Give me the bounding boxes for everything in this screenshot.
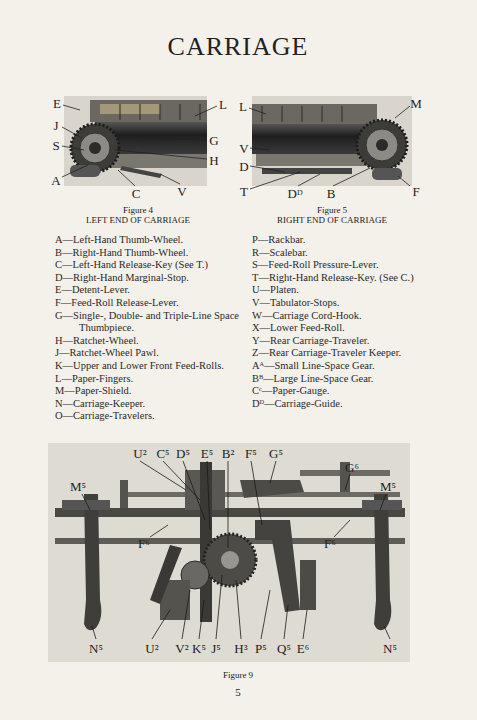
callout-letter: L bbox=[239, 100, 247, 113]
callout-letter: F⁶ bbox=[324, 537, 336, 550]
callout-letter: E bbox=[53, 97, 61, 110]
callout-letter: U² bbox=[145, 642, 158, 655]
figure-caption: Figure 4 bbox=[123, 205, 153, 215]
callout-letter: E⁵ bbox=[201, 447, 213, 460]
part-entry: L—Paper-Fingers. bbox=[55, 373, 243, 386]
callout-letter: Q⁵ bbox=[277, 642, 291, 655]
callout-letter: N⁵ bbox=[89, 642, 103, 655]
callout-letter: E⁶ bbox=[297, 642, 309, 655]
part-entry: A—Left-Hand Thumb-Wheel. bbox=[55, 234, 243, 247]
part-entry: P—Rackbar. bbox=[252, 234, 452, 247]
callout-letter: F bbox=[412, 185, 419, 198]
part-entry: D—Right-Hand Marginal-Stop. bbox=[55, 272, 243, 285]
figure-caption: RIGHT END OF CARRIAGE bbox=[277, 215, 387, 225]
part-entry: M—Paper-Shield. bbox=[55, 385, 243, 398]
callout-letter: Dᴰ bbox=[288, 187, 303, 200]
figure-caption: LEFT END OF CARRIAGE bbox=[86, 215, 190, 225]
part-entry: Y—Rear Carriage-Traveler. bbox=[252, 335, 452, 348]
part-entry: Z—Rear Carriage-Traveler Keeper. bbox=[252, 347, 452, 360]
part-entry: H—Ratchet-Wheel. bbox=[55, 335, 243, 348]
right-end-photo bbox=[252, 96, 412, 186]
callout-letter: B² bbox=[222, 447, 235, 460]
callout-letter: N⁵ bbox=[383, 642, 397, 655]
part-entry: X—Lower Feed-Roll. bbox=[252, 322, 452, 335]
part-entry: O—Carriage-Travelers. bbox=[55, 410, 243, 423]
callout-letter: C bbox=[132, 187, 141, 200]
callout-letter: B bbox=[327, 187, 336, 200]
callout-letter: J bbox=[53, 119, 58, 132]
page-title: CARRIAGE bbox=[168, 32, 309, 62]
callout-letter: D bbox=[239, 160, 248, 173]
part-entry: J—Ratchet-Wheel Pawl. bbox=[55, 347, 243, 360]
callout-letter: L bbox=[219, 98, 227, 111]
callout-letter: M⁵ bbox=[70, 480, 86, 493]
carriage-mechanism-photo bbox=[48, 443, 410, 662]
callout-letter: G⁵ bbox=[269, 447, 283, 460]
part-entry: U—Platen. bbox=[252, 284, 452, 297]
callout-letter: M bbox=[410, 97, 422, 110]
callout-letter: K⁵ bbox=[192, 642, 206, 655]
part-entry: K—Upper and Lower Front Feed-Rolls. bbox=[55, 360, 243, 373]
figure-caption: Figure 9 bbox=[223, 670, 253, 680]
part-entry: Dᴰ—Carriage-Guide. bbox=[252, 398, 452, 411]
part-entry: B—Right-Hand Thumb-Wheel. bbox=[55, 247, 243, 260]
callout-letter: G bbox=[209, 134, 218, 147]
part-entry: N—Carriage-Keeper. bbox=[55, 398, 243, 411]
part-entry: G—Single-, Double- and Triple-Line Space… bbox=[55, 310, 243, 335]
part-entry: Cᶜ—Paper-Gauge. bbox=[252, 385, 452, 398]
callout-letter: H³ bbox=[234, 642, 247, 655]
callout-letter: C⁵ bbox=[156, 447, 169, 460]
part-entry: W—Carriage Cord-Hook. bbox=[252, 310, 452, 323]
callout-letter: V bbox=[239, 142, 248, 155]
page-number: 5 bbox=[235, 686, 241, 698]
part-entry: T—Right-Hand Release-Key. (See C.) bbox=[252, 272, 452, 285]
callout-letter: H bbox=[209, 154, 218, 167]
figure-caption: Figure 5 bbox=[317, 205, 347, 215]
callout-letter: F⁶ bbox=[138, 537, 150, 550]
callout-letter: D⁵ bbox=[176, 447, 190, 460]
part-entry: F—Feed-Roll Release-Lever. bbox=[55, 297, 243, 310]
part-entry: R—Scalebar. bbox=[252, 247, 452, 260]
callout-letter: P⁵ bbox=[255, 642, 267, 655]
part-entry: V—Tabulator-Stops. bbox=[252, 297, 452, 310]
callout-letter: S bbox=[52, 139, 59, 152]
leader-lines bbox=[62, 105, 410, 189]
leader-lines bbox=[82, 461, 390, 639]
part-entry: E—Detent-Lever. bbox=[55, 284, 243, 297]
callout-letter: M⁵ bbox=[380, 480, 396, 493]
callout-letter: U² bbox=[133, 447, 146, 460]
callout-letter: G⁶ bbox=[345, 461, 359, 474]
part-entry: S—Feed-Roll Pressure-Lever. bbox=[252, 259, 452, 272]
callout-letter: V bbox=[177, 185, 186, 198]
callout-letter: J⁵ bbox=[211, 642, 221, 655]
callout-letter: A bbox=[51, 174, 60, 187]
left-end-photo bbox=[64, 96, 207, 186]
callout-letter: T bbox=[240, 185, 248, 198]
parts-list: P—Rackbar.R—Scalebar.S—Feed-Roll Pressur… bbox=[252, 234, 452, 410]
part-entry: C—Left-Hand Release-Key (See T.) bbox=[55, 259, 243, 272]
callout-letter: V² bbox=[175, 642, 188, 655]
part-entry: Bᴮ—Large Line-Space Gear. bbox=[252, 373, 452, 386]
callout-letter: F⁵ bbox=[245, 447, 257, 460]
part-entry: Aᴬ—Small Line-Space Gear. bbox=[252, 360, 452, 373]
parts-list: A—Left-Hand Thumb-Wheel.B—Right-Hand Thu… bbox=[55, 234, 243, 423]
